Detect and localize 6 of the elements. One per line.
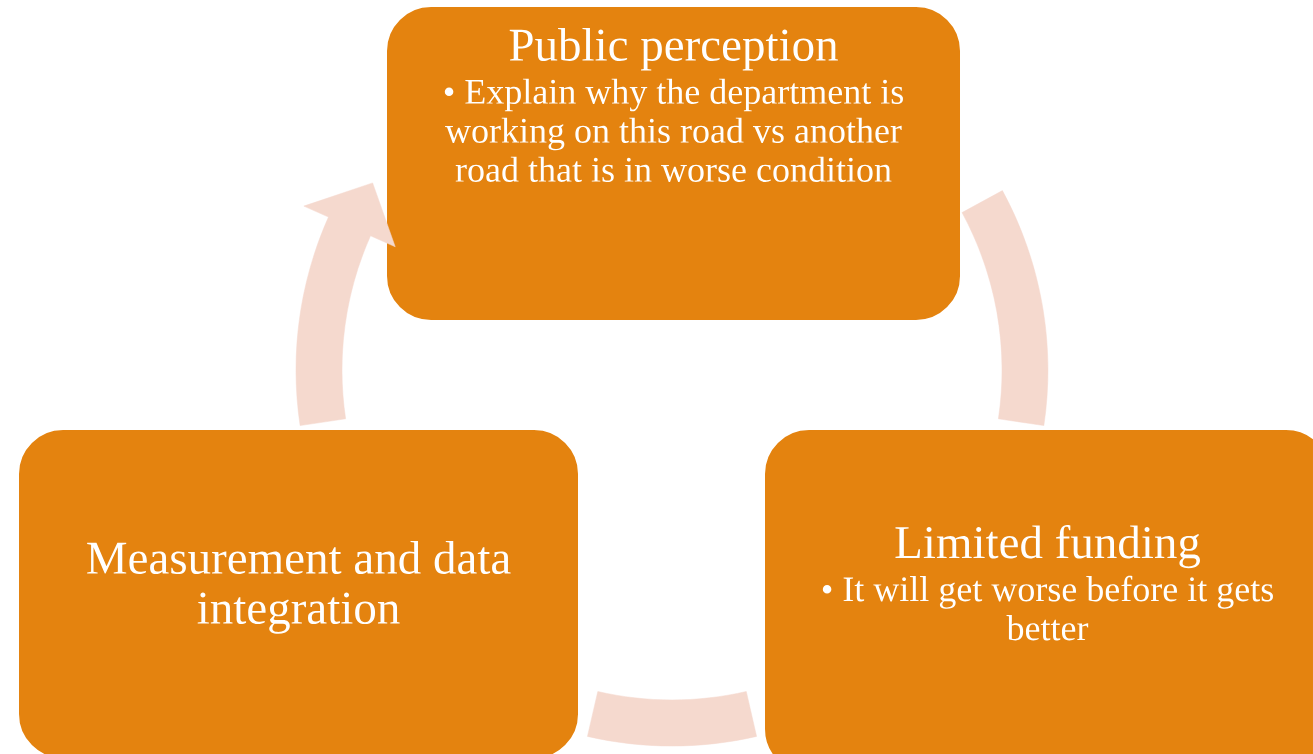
curved-arrow xyxy=(295,182,396,426)
rounded-box: Limited funding • It will get worse before it gets better xyxy=(763,428,1313,754)
rounded-box: Public perception • Explain why the department is working on this road vs another road that is in worse condition xyxy=(385,5,962,322)
curved-band xyxy=(961,190,1049,426)
curved-band xyxy=(587,691,757,747)
rounded-box: Measurement and data integration xyxy=(17,428,580,754)
